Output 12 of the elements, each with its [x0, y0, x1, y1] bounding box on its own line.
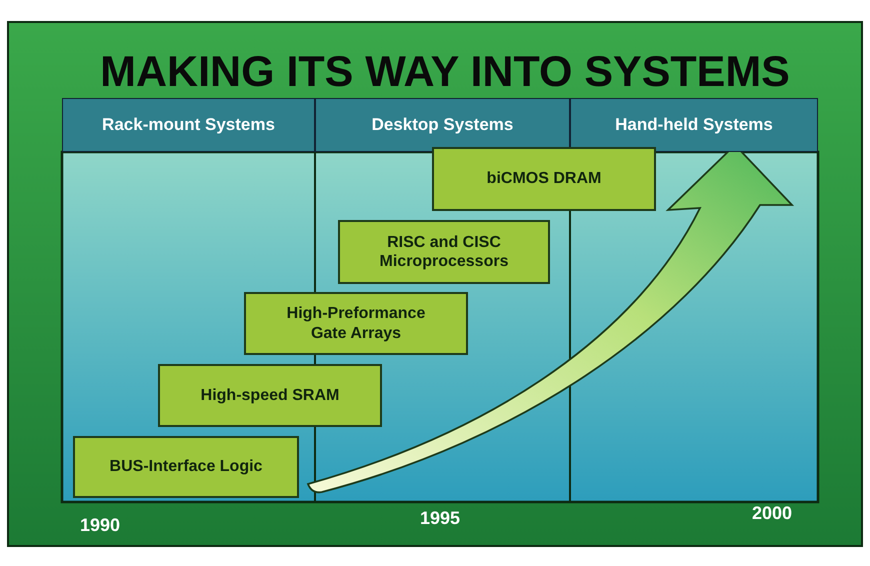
column-header: Hand-held Systems [570, 98, 818, 152]
column-header: Rack-mount Systems [62, 98, 315, 152]
title: MAKING ITS WAY INTO SYSTEMS [100, 48, 790, 96]
technology-box: High-speed SRAM [158, 364, 382, 427]
year-label: 2000 [752, 503, 792, 524]
year-label: 1995 [420, 508, 460, 529]
column-header: Desktop Systems [315, 98, 570, 152]
technology-box: biCMOS DRAM [432, 147, 656, 211]
technology-box: BUS-Interface Logic [73, 436, 299, 498]
technology-box: High-Preformance Gate Arrays [244, 292, 468, 355]
technology-box: RISC and CISC Microprocessors [338, 220, 550, 284]
year-label: 1990 [80, 515, 120, 536]
